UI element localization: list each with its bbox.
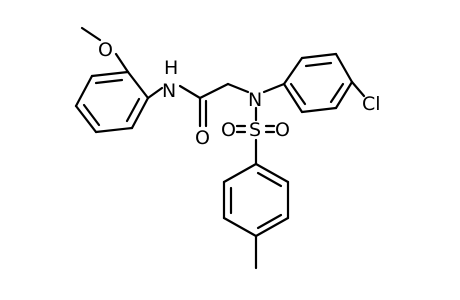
bond-ring2-inner-2 <box>329 82 345 104</box>
bond-ring3-inner-3 <box>256 171 283 188</box>
bond-ring2-f <box>282 82 304 114</box>
bond-ring3-inner-2 <box>256 213 283 230</box>
bond-methyl-o <box>80 26 102 42</box>
bond-nh-c <box>178 84 202 100</box>
atom-label-methoxy-o: O <box>98 39 113 61</box>
atom-label-sulfonyl-o-right: O <box>275 119 290 141</box>
bond-ring2-b <box>300 52 338 60</box>
atom-label-sulfonamide-n: N <box>248 89 262 111</box>
atom-label-sulfur: S <box>249 119 261 141</box>
bond-ring2-d <box>334 80 354 110</box>
bond-ring2-inner-1 <box>304 61 333 68</box>
bond-ring1-a <box>126 70 150 100</box>
bond-ring2-inner-3 <box>289 82 307 106</box>
bond-ring1-inner-1 <box>125 97 141 123</box>
bond-ring2-c <box>334 52 354 84</box>
bond-ring1-c <box>94 126 134 134</box>
bond-ring1-e <box>74 74 94 108</box>
bond-ring2-e <box>300 106 338 114</box>
atom-label-amide-h: H <box>164 57 178 79</box>
bond-o-ring <box>114 52 130 74</box>
bond-ring1-b <box>130 96 150 130</box>
bond-ring-nh <box>146 86 164 100</box>
atom-label-layer: O H N O N S O O Cl <box>98 39 381 149</box>
bond-ring1-inner-2 <box>82 103 101 127</box>
atom-label-chlorine: Cl <box>362 93 381 115</box>
bond-ring1-d <box>74 104 98 134</box>
bond-ch2-n <box>226 82 250 94</box>
bond-layer <box>74 26 366 270</box>
atom-label-amide-n: N <box>162 80 176 102</box>
bond-ring3-d <box>254 216 290 238</box>
atom-label-carbonyl-o: O <box>195 127 210 149</box>
bond-c-ch2 <box>198 82 230 100</box>
atom-label-sulfonyl-o-left: O <box>221 119 236 141</box>
bond-ring3-a <box>222 162 258 184</box>
bond-ring3-c <box>222 216 258 238</box>
bond-ring3-f <box>254 162 290 184</box>
bond-ring1-f <box>90 70 130 78</box>
bond-n-ring2 <box>262 82 286 94</box>
bond-ring2-cl <box>350 80 366 98</box>
bond-ring2-a <box>282 56 304 86</box>
bond-ring1-inner-3 <box>94 78 124 85</box>
